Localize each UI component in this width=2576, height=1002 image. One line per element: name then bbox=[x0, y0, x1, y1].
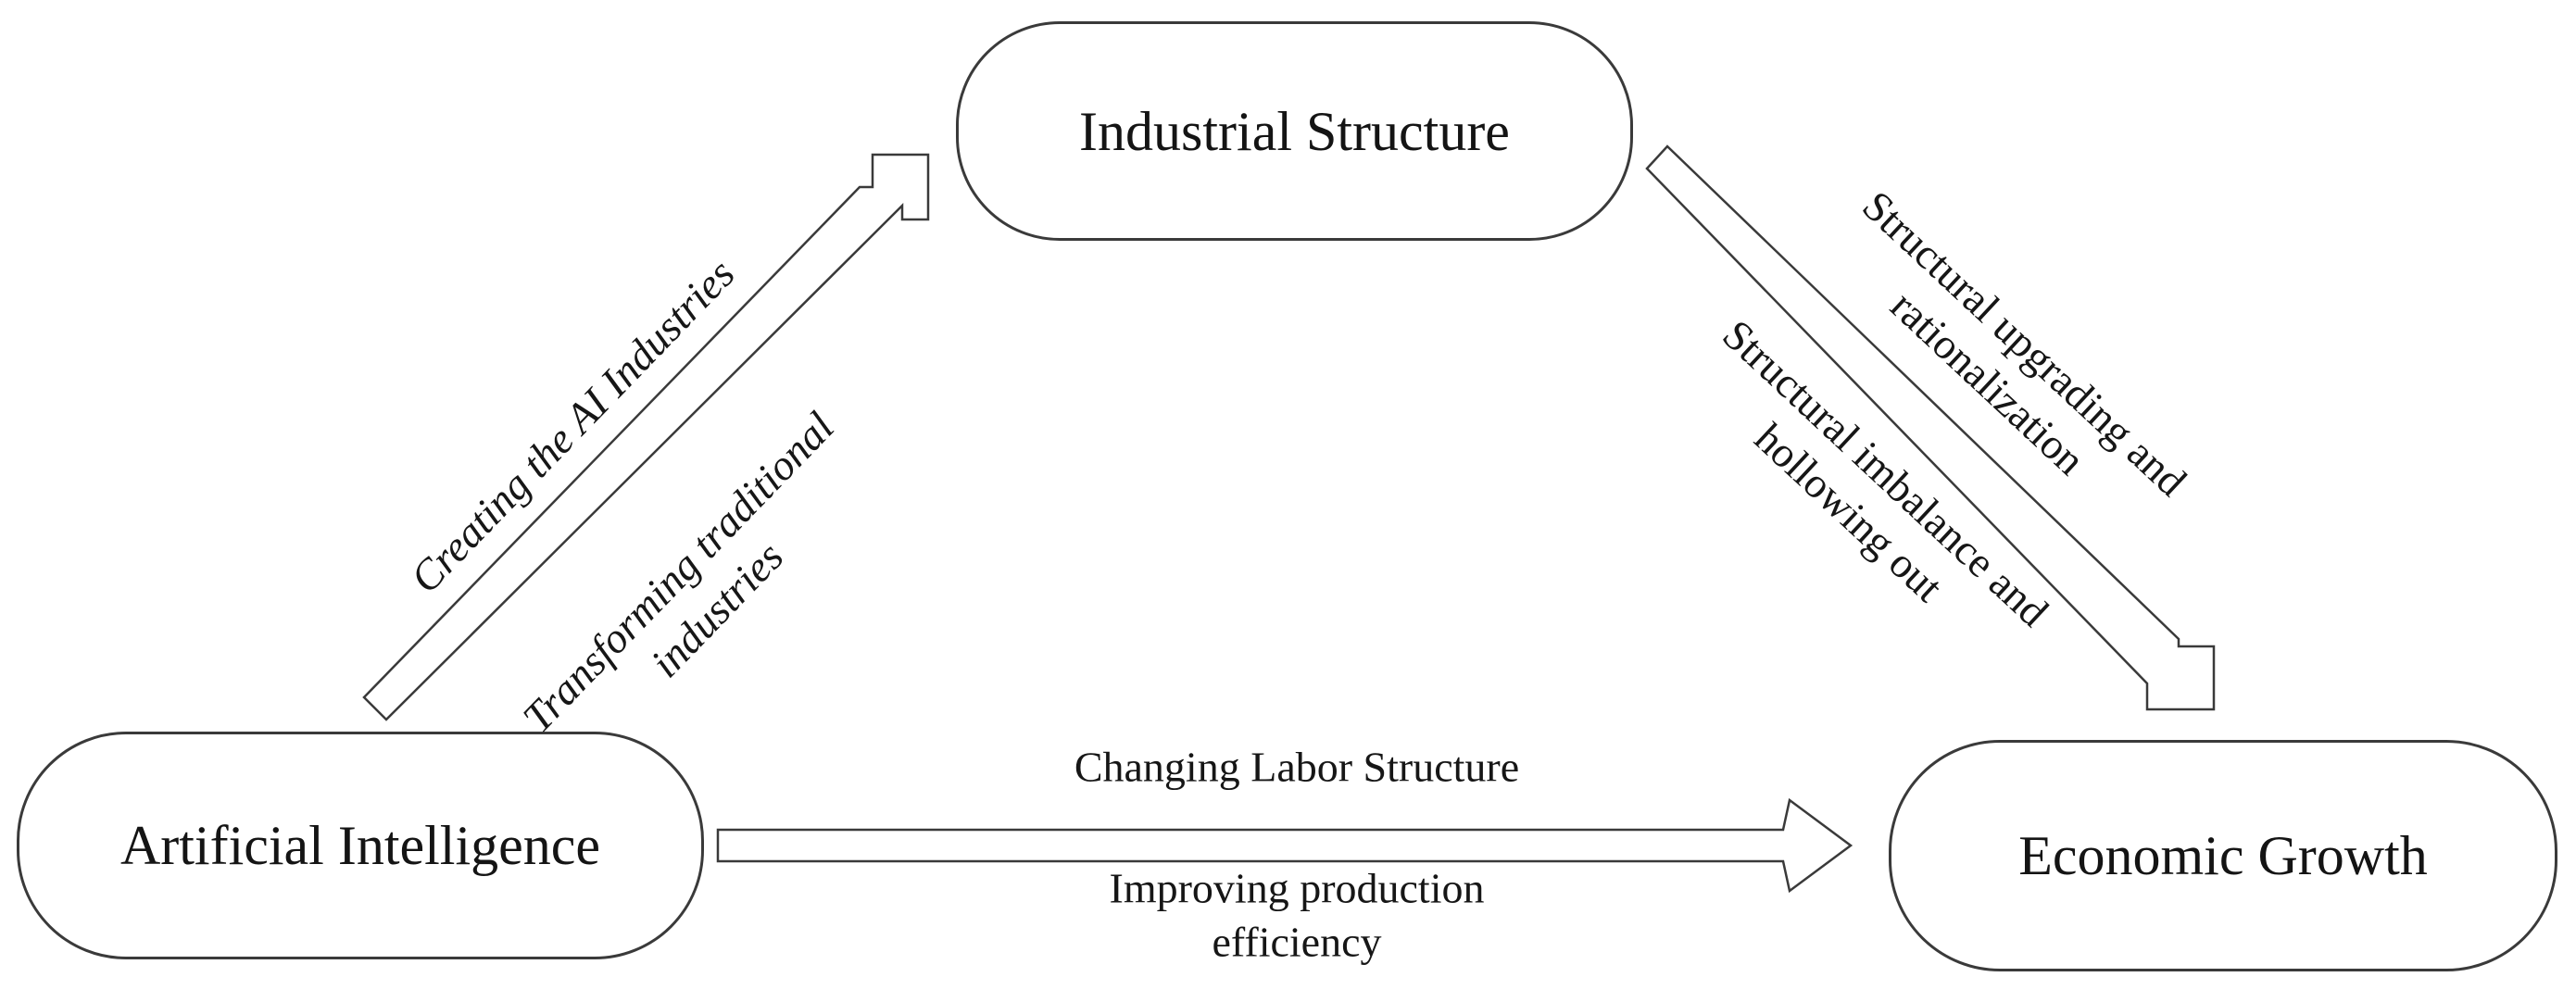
node-economic-growth-label: Economic Growth bbox=[2018, 825, 2428, 886]
arrow-ai-to-economic bbox=[716, 797, 1853, 894]
arrow-industrial-to-economic bbox=[1645, 144, 2216, 711]
node-economic-growth: Economic Growth bbox=[1889, 740, 2557, 971]
node-industrial-structure: Industrial Structure bbox=[956, 21, 1633, 241]
node-artificial-intelligence: Artificial Intelligence bbox=[17, 732, 704, 959]
arrow-ai-to-industrial bbox=[362, 153, 930, 721]
edge-label-improving-production-efficiency: Improving production efficiency bbox=[1109, 864, 1485, 966]
node-artificial-intelligence-label: Artificial Intelligence bbox=[119, 815, 601, 876]
edge-label-changing-labor-structure: Changing Labor Structure bbox=[1074, 743, 1520, 791]
node-industrial-structure-label: Industrial Structure bbox=[1079, 100, 1510, 162]
